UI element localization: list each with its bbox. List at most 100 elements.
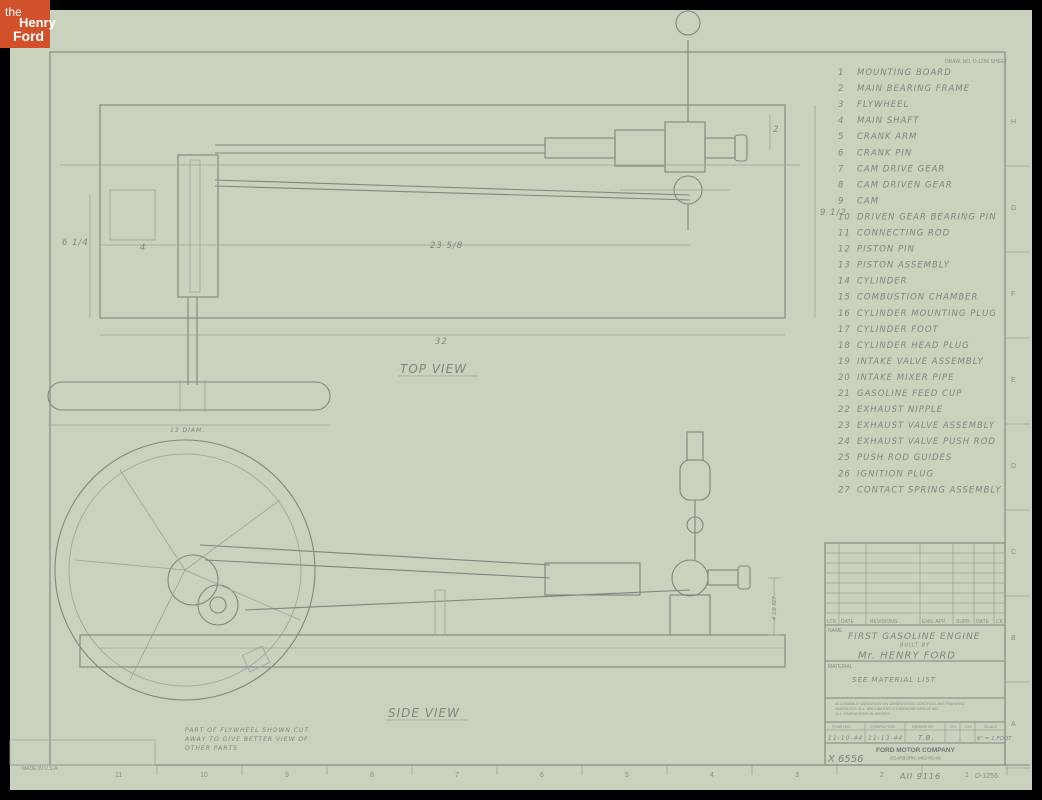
part-number: 11 <box>838 229 851 239</box>
part-name: DRIVEN GEAR BEARING PIN <box>857 212 997 222</box>
part-name: CYLINDER <box>857 277 908 287</box>
title-block: LTR DATE REVISIONS ENG. APP. SUPP. DATE … <box>824 542 1012 781</box>
part-number: 14 <box>838 277 851 287</box>
parts-list: 1 MOUNTING BOARD 2 MAIN BEARING FRAME 3 FLYWH… <box>838 68 1002 495</box>
part-number: 1 <box>838 68 844 78</box>
part-name: PISTON PIN <box>857 245 915 255</box>
part-name: CAM <box>857 196 879 206</box>
row-letter: A <box>1011 721 1016 728</box>
flywheel-top <box>47 381 331 411</box>
column-number: 6 <box>540 772 544 779</box>
part-name: FLYWHEEL <box>857 100 909 110</box>
part-name: GASOLINE FEED CUP <box>857 389 962 399</box>
drawn-by: T.B. <box>918 734 935 742</box>
drawing-title: FIRST GASOLINE ENGINE <box>848 632 981 642</box>
logo-the: the <box>5 5 22 19</box>
part-number: 17 <box>838 325 851 335</box>
part-number: 18 <box>838 341 851 351</box>
part-number: 13 <box>838 261 851 271</box>
note-line-1: PART OF FLYWHEEL SHOWN CUT <box>185 727 309 734</box>
sheet-code: D-1256 <box>975 773 998 780</box>
part-name: CONNECTING ROD <box>857 229 950 239</box>
part-name: CYLINDER MOUNTING PLUG <box>857 309 997 319</box>
part-number: 22 <box>838 405 851 415</box>
material-value: SEE MATERIAL LIST <box>852 676 936 684</box>
dim-left-height: 6 1/4 <box>62 238 89 248</box>
part-name: EXHAUST NIPPLE <box>857 405 943 415</box>
part-number: 7 <box>838 164 844 174</box>
header-ch1: CH. <box>950 724 957 729</box>
henry-ford-logo: the Henry Ford <box>0 0 56 48</box>
header-scale: SCALE <box>984 724 997 729</box>
cylinder-top <box>544 137 616 159</box>
part-name: MAIN BEARING FRAME <box>857 84 970 94</box>
logo-henry: Henry <box>19 15 56 30</box>
part-number: 19 <box>838 357 851 367</box>
part-number: 26 <box>838 469 851 479</box>
part-name: CYLINDER HEAD PLUG <box>857 341 970 351</box>
scale: 6" = 1 FOOT <box>977 736 1012 742</box>
part-number: 20 <box>838 373 851 383</box>
part-name: COMBUSTION CHAMBER <box>857 293 978 303</box>
column-number: 3 <box>795 772 799 779</box>
part-name: CONTACT SPRING ASSEMBLY <box>857 485 1002 495</box>
part-number: 3 <box>838 100 844 110</box>
material-label: MATERIAL <box>828 664 853 670</box>
part-name: CRANK PIN <box>857 148 912 158</box>
row-letter: H <box>1011 119 1016 126</box>
part-name: CAM DRIVE GEAR <box>857 164 945 174</box>
part-number: 6 <box>838 148 844 158</box>
header-ch2: CH. <box>965 724 972 729</box>
row-letter: B <box>1011 635 1016 642</box>
name-label: NAME <box>828 628 843 634</box>
column-number: 7 <box>455 772 459 779</box>
part-name: PISTON ASSEMBLY <box>857 261 950 271</box>
rev-header-revisions: REVISIONS <box>870 619 898 625</box>
part-name: CRANK ARM <box>857 132 917 142</box>
gasoline-feed-cup <box>679 459 711 501</box>
dim-width: 9 1/2 <box>820 208 847 218</box>
dim-flywheel-diameter: 13 DIAM. <box>170 427 205 434</box>
part-number: 5 <box>838 132 844 142</box>
handwritten-bottom-code: AII 9116 <box>899 772 941 781</box>
part-number: 25 <box>838 453 851 463</box>
cylinder-side <box>544 562 641 596</box>
part-name: MOUNTING BOARD <box>857 68 952 78</box>
rev-header-date: DATE <box>841 619 855 625</box>
company-name: FORD MOTOR COMPANY <box>876 747 956 754</box>
rev-header-eng-app: ENG. APP. <box>922 619 946 625</box>
column-number: 4 <box>710 772 714 779</box>
column-number: 9 <box>285 772 289 779</box>
top-view-label: TOP VIEW <box>400 362 467 376</box>
row-letter: F <box>1011 291 1015 298</box>
dim-cyl-offset: 2 <box>773 125 779 135</box>
column-number: 1 <box>965 772 969 779</box>
drawing-number-top: DRAW. NO. D-1256 SHEET <box>945 59 1007 65</box>
rev-header-ltr: LTR <box>827 619 836 625</box>
logo-ford: Ford <box>13 28 45 44</box>
part-name: CAM DRIVEN GEAR <box>857 180 953 190</box>
part-name: INTAKE VALVE ASSEMBLY <box>857 357 984 367</box>
column-number: 10 <box>200 772 208 779</box>
side-view: 4 3/8 REF SIDE VIEW PART OF FLYWHEEL SHO… <box>54 431 786 752</box>
part-name: INTAKE MIXER PIPE <box>857 373 955 383</box>
tolerance-note-2: SURFACES IS ± .005 UNLESS OTHERWISE SPEC… <box>835 706 938 711</box>
tolerance-note-1: ALLOWABLE VARIATION ON DIMENSIONS CONTRO… <box>835 701 965 706</box>
column-number: 2 <box>880 772 884 779</box>
part-name: IGNITION PLUG <box>857 469 934 479</box>
handwritten-x-number: X 6556 <box>827 754 863 765</box>
mounting-board-top <box>99 104 786 319</box>
part-number: 2 <box>838 84 844 94</box>
part-number: 4 <box>838 116 844 126</box>
builder-name: Mr. HENRY FORD <box>858 651 956 662</box>
column-number: 5 <box>625 772 629 779</box>
started-date: 11-10-44 <box>828 735 863 742</box>
top-view: 23 5/8 32 9 1/2 4 6 1/4 2 13 DIAM. TOP V… <box>47 10 847 434</box>
side-view-label: SIDE VIEW <box>388 706 460 720</box>
company-location: DEARBORN, MICHIGAN <box>890 756 941 761</box>
rev-header-ck: CK <box>996 619 1004 625</box>
part-name: EXHAUST VALVE ASSEMBLY <box>857 421 995 431</box>
part-number: 21 <box>838 389 851 399</box>
part-number: 16 <box>838 309 851 319</box>
